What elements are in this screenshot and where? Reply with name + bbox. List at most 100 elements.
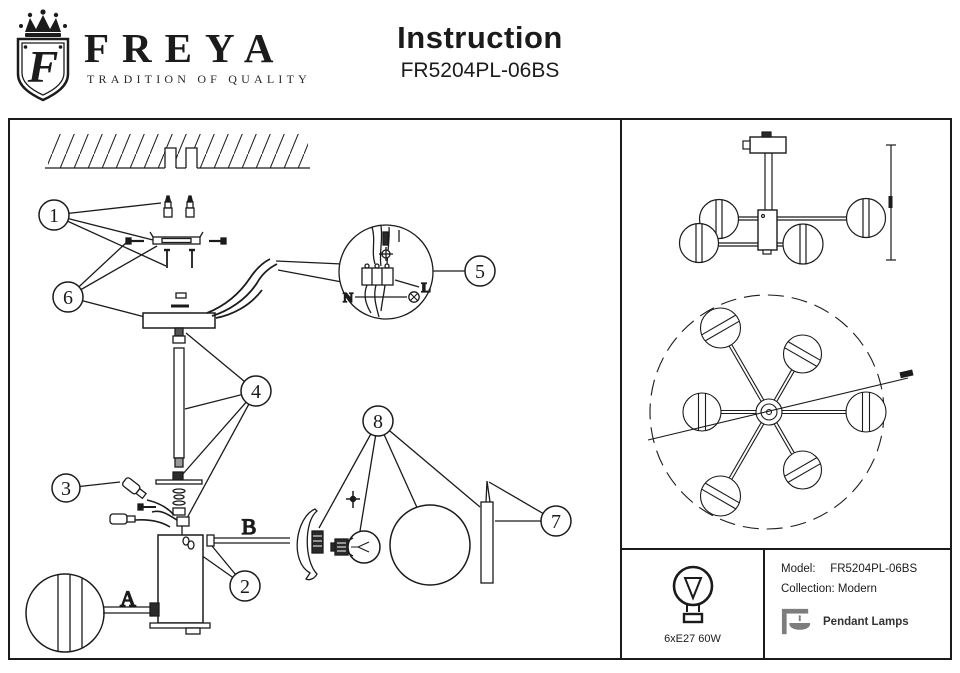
central-hub <box>157 534 204 624</box>
bulb-spec: 6xE27 60W <box>664 632 721 645</box>
callout-5-number: 5 <box>475 261 485 283</box>
side-view-drawing <box>678 131 896 265</box>
callout-6-lines <box>67 241 158 318</box>
product-views-pane: 6xE27 60W Model: FR5204PL-06BS Collectio… <box>620 120 950 658</box>
side-view-hub <box>757 209 778 251</box>
top-view-globe <box>782 334 823 374</box>
bracket-screw <box>125 237 144 245</box>
hub-bottom-plate <box>149 622 211 629</box>
product-info-box: 6xE27 60W Model: FR5204PL-06BS Collectio… <box>622 548 950 658</box>
side-view-canopy-plug <box>742 140 751 150</box>
arm-a <box>103 602 160 617</box>
decorative-tube <box>480 480 494 584</box>
top-view-globe <box>682 392 722 432</box>
top-view-globe <box>699 307 742 349</box>
callout-3-number: 3 <box>61 478 71 500</box>
callout-8-number: 8 <box>373 411 383 433</box>
bracket-screw <box>209 237 227 245</box>
arm-b <box>206 534 290 547</box>
top-view-globe <box>845 391 887 433</box>
model-label: Model: <box>781 563 816 575</box>
detail-pointer-lines <box>275 260 343 283</box>
side-view-globe <box>782 223 824 265</box>
strain-relief <box>176 516 190 527</box>
callout-6 <box>52 281 84 313</box>
socket-shade <box>296 508 318 581</box>
glass-globe-a <box>25 573 105 653</box>
arm-b-label: B <box>242 514 257 539</box>
ceiling-hatch <box>48 134 308 168</box>
height-dimension <box>886 144 896 261</box>
callout-1 <box>38 199 70 231</box>
category-label: Pendant Lamps <box>823 616 909 628</box>
callout-5 <box>464 255 496 287</box>
mounting-bracket <box>149 231 204 245</box>
lamp-socket <box>311 530 324 554</box>
small-screw <box>346 491 360 508</box>
logo-letter: F <box>27 41 59 92</box>
top-view-hub <box>755 398 783 426</box>
wall-anchor <box>185 195 195 218</box>
side-view-globe <box>678 222 720 264</box>
flange-disc <box>155 479 203 485</box>
hub-screw <box>137 503 156 511</box>
brand-tagline: TRADITION OF QUALITY <box>87 72 311 86</box>
brand-name: FREYA <box>84 25 287 71</box>
washer <box>173 494 185 500</box>
hub-arm-socket <box>182 536 190 546</box>
callout-2-number: 2 <box>240 576 250 598</box>
wire-label-neutral: N <box>343 291 353 306</box>
bulb-spec-cell: 6xE27 60W <box>622 550 765 658</box>
supply-wires <box>206 258 278 319</box>
light-bulb <box>330 530 381 564</box>
side-view-rod <box>764 152 773 213</box>
hub-arm-socket <box>187 540 195 550</box>
callout-8 <box>362 405 394 437</box>
side-view-canopy <box>749 136 787 154</box>
model-number: FR5204PL-06BS <box>400 59 560 82</box>
wiring-detail <box>355 225 420 318</box>
globe-band <box>57 575 83 651</box>
washer <box>172 488 186 494</box>
washer <box>172 500 186 506</box>
callout-7-number: 7 <box>551 511 561 533</box>
wire-connector <box>109 513 136 525</box>
nipple-nut <box>172 335 186 344</box>
page-title: Instruction <box>397 20 563 55</box>
top-view-globe <box>699 475 742 517</box>
wall-anchor <box>163 195 173 218</box>
freya-logo-icon: F <box>16 9 70 102</box>
top-view-arms <box>721 344 846 480</box>
callout-1-number: 1 <box>49 205 59 227</box>
assembly-diagram: N L 1 6 <box>25 134 572 653</box>
down-rod <box>173 347 185 459</box>
hub-wires <box>134 499 178 528</box>
model-value: FR5204PL-06BS <box>830 563 918 575</box>
rod-thread <box>174 457 184 468</box>
callout-4-lines <box>181 332 257 519</box>
wire-label-live: L <box>421 281 430 296</box>
collection-label: Collection: <box>781 583 835 595</box>
drill-hole <box>164 147 177 168</box>
side-view-globe <box>845 197 887 239</box>
callout-1-lines <box>53 202 167 267</box>
canopy-screw <box>164 248 195 268</box>
hub-bottom-tab <box>185 627 201 635</box>
callout-7 <box>540 505 572 537</box>
bulb-icon <box>672 565 713 623</box>
top-view-globe <box>782 450 823 490</box>
pendant-lamp-icon <box>781 608 811 635</box>
drill-hole <box>185 147 198 168</box>
callout-4-number: 4 <box>251 381 261 403</box>
arm-a-label: A <box>120 586 136 611</box>
threaded-nipple <box>174 327 184 337</box>
hex-nut <box>172 507 186 516</box>
callout-3 <box>51 473 81 503</box>
assembly-diagram-pane: N L 1 6 <box>10 120 620 658</box>
lock-nut <box>172 471 184 481</box>
glass-globe <box>389 504 471 586</box>
diameter-dimension-line <box>647 369 914 441</box>
top-view-drawing <box>647 294 914 530</box>
ceiling-canopy <box>142 312 216 329</box>
